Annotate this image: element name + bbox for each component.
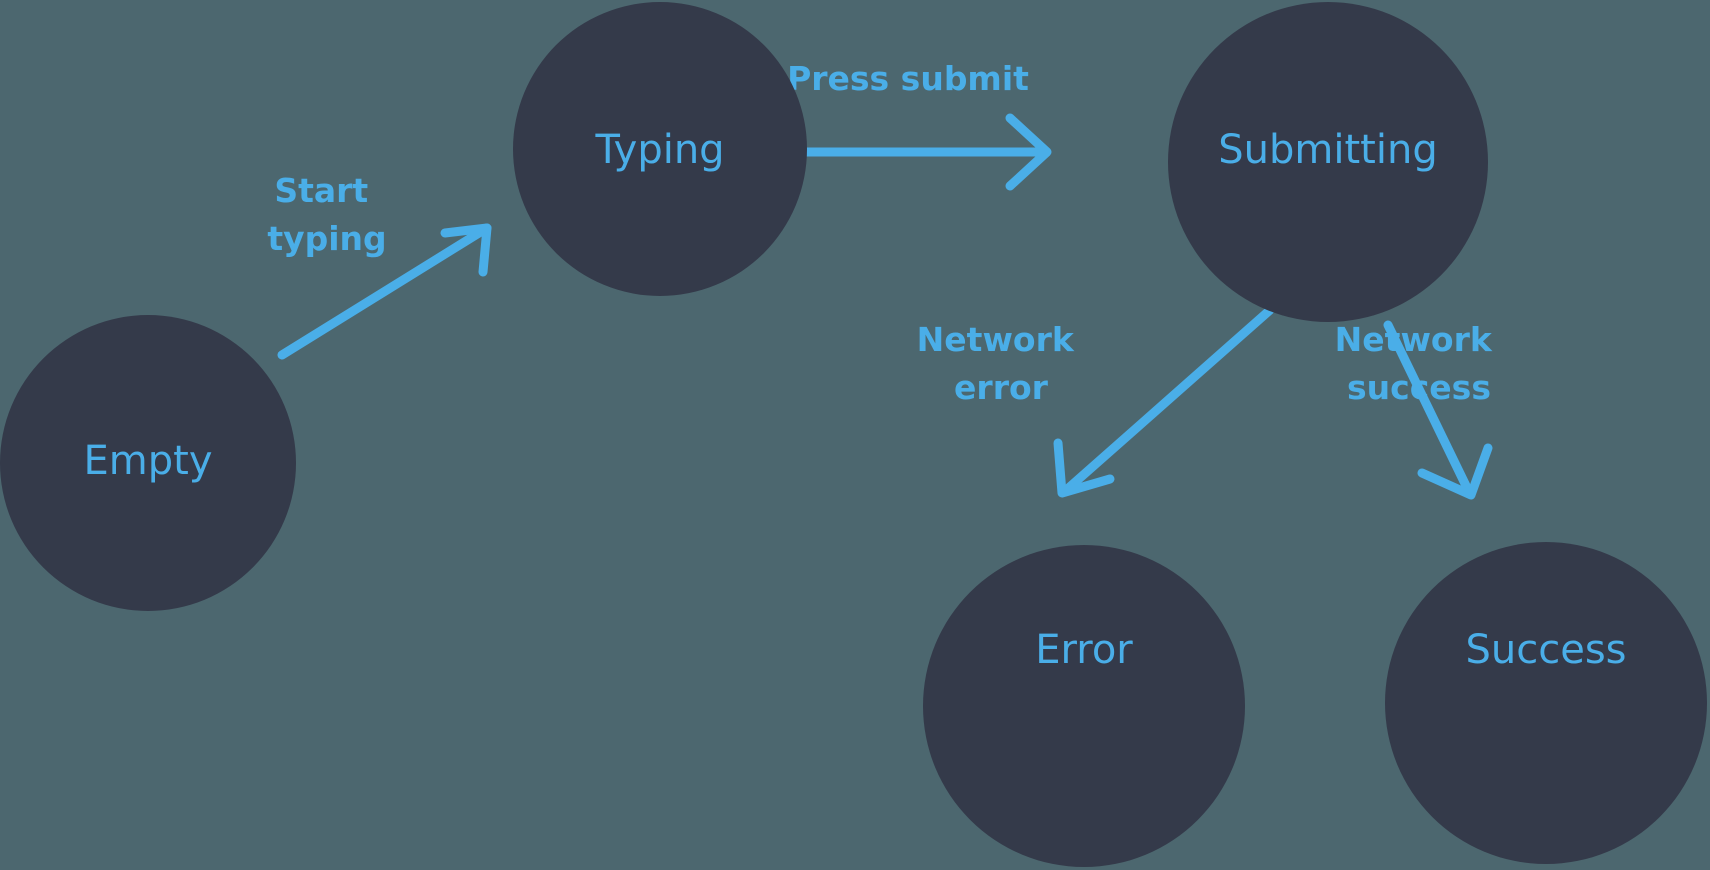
edge-label-line: Press submit [787,59,1029,98]
state-node-circle[interactable] [0,315,296,611]
edge-label-line: Start [274,171,368,210]
state-node-empty[interactable]: Empty [0,315,296,611]
state-node-circle[interactable] [923,545,1245,867]
state-node-error[interactable]: Error [923,545,1245,867]
edge-label-start-typing: Start typing [267,171,386,258]
state-node-typing[interactable]: Typing [513,2,807,296]
edge-empty-to-typing: Start typing [267,171,492,360]
edge-line [277,223,492,360]
arrowhead-icon [1417,443,1493,500]
edge-submitting-to-error: Network error [917,305,1275,498]
edge-label-press-submit: Press submit [787,59,1029,98]
edge-label-line: success [1347,368,1491,407]
edge-label-line: Network [917,320,1075,359]
state-node-label: Success [1465,627,1626,673]
state-node-label: Submitting [1218,127,1437,173]
edge-submitting-to-success: Network success [1335,320,1504,500]
edge-label-network-error: Network error [917,320,1086,407]
arrowhead-icon [1005,113,1052,191]
edge-line [1059,305,1275,497]
state-node-label: Error [1035,627,1133,673]
edge-label-network-success: Network success [1335,320,1504,407]
state-node-circle[interactable] [513,2,807,296]
state-node-label: Typing [594,127,724,173]
edge-label-line: typing [267,219,386,258]
edge-line [1383,320,1475,499]
arrowhead-icon [1053,438,1115,498]
state-node-submitting[interactable]: Submitting [1168,2,1488,322]
edge-typing-to-submitting: Press submit [761,59,1052,191]
edge-label-line: error [954,368,1049,407]
edge-label-line: Network [1335,320,1493,359]
state-node-circle[interactable] [1385,542,1707,864]
state-node-label: Empty [84,438,213,484]
state-node-success[interactable]: Success [1385,542,1707,864]
state-node-circle[interactable] [1168,2,1488,322]
arrowhead-icon [440,223,492,277]
